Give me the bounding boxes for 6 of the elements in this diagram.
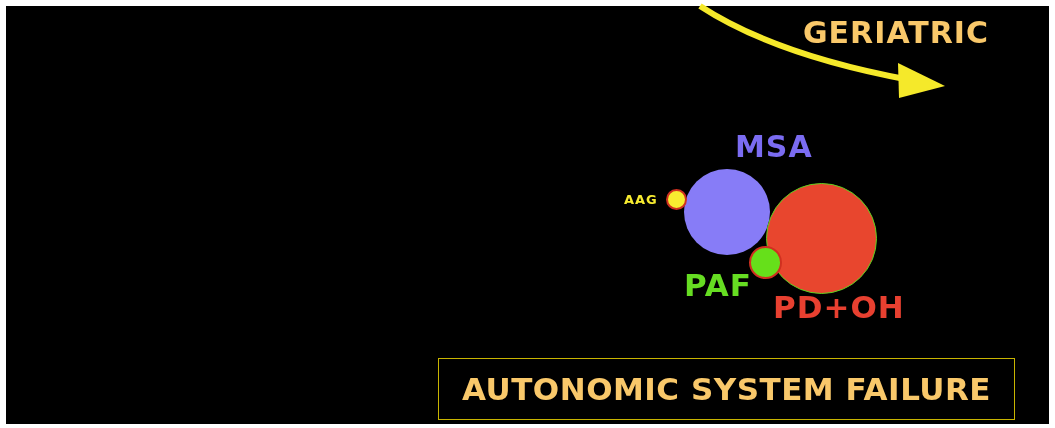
title-box: AUTONOMIC SYSTEM FAILURE: [438, 358, 1015, 420]
circle-label: MSA: [735, 132, 813, 162]
circle-label: PD+OH: [773, 292, 905, 323]
circle-label: AAG: [624, 193, 658, 206]
heading-label: GERIATRIC: [803, 18, 989, 48]
circle-label: PAF: [684, 270, 753, 301]
